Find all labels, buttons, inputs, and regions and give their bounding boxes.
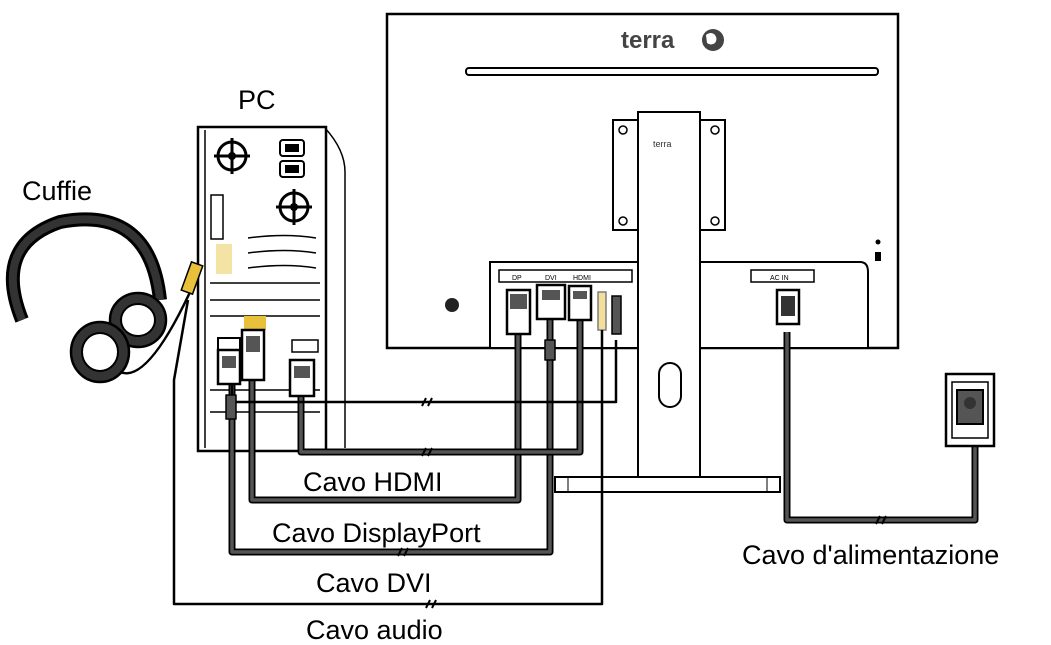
headphones-icon bbox=[5, 212, 204, 384]
fan-icon bbox=[276, 189, 312, 225]
monitor-brand-text: terra bbox=[621, 27, 675, 54]
pc-label: PC bbox=[238, 85, 276, 115]
wall-outlet-icon bbox=[944, 372, 996, 448]
displayport-cable-label: Cavo DisplayPort bbox=[272, 518, 481, 548]
stand-brand-text: terra bbox=[653, 139, 672, 149]
dvi-cable-label: Cavo DVI bbox=[316, 568, 432, 598]
kensington-slot-icon bbox=[445, 298, 459, 312]
cables bbox=[172, 299, 979, 609]
pc-connectors bbox=[216, 328, 316, 398]
port-label-hdmi: HDMI bbox=[573, 275, 591, 282]
power-cable-label: Cavo d'alimentazione bbox=[742, 540, 1000, 570]
terra-logo: terra bbox=[621, 27, 724, 54]
monitor-stand: terra bbox=[554, 111, 781, 493]
audio-cable-label: Cavo audio bbox=[306, 615, 443, 645]
port-label-dvi: DVI bbox=[545, 275, 557, 282]
fan-icon bbox=[214, 138, 250, 174]
headphones-label: Cuffie bbox=[22, 176, 93, 206]
port-label-dp: DP bbox=[512, 275, 522, 282]
hdmi-cable-label: Cavo HDMI bbox=[303, 467, 443, 497]
audio-cable bbox=[172, 299, 604, 606]
port-label-ac-in: AC IN bbox=[770, 275, 789, 282]
monitor-connectors bbox=[505, 283, 801, 336]
